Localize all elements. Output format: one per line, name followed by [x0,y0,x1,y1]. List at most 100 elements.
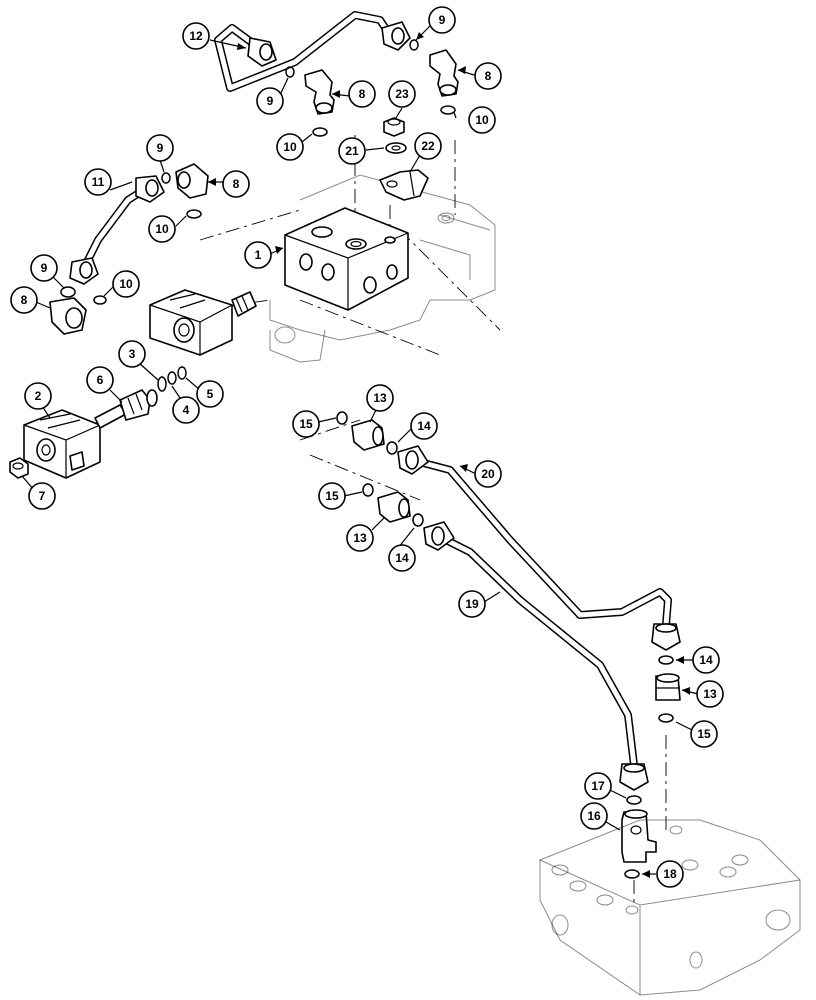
callout-13: 13 [696,680,724,708]
svg-text:15: 15 [697,727,711,741]
svg-text:1: 1 [255,248,262,262]
solenoid-valve-assembly [149,289,257,356]
svg-text:13: 13 [703,687,717,701]
svg-text:2: 2 [35,389,42,403]
callout-9: 9 [30,254,58,282]
callout-14: 14 [388,544,416,572]
svg-text:9: 9 [439,13,446,27]
svg-text:9: 9 [41,261,48,275]
o-ring-4 [167,371,177,385]
valve-block-1 [284,207,409,311]
svg-text:6: 6 [97,373,104,387]
svg-text:8: 8 [21,293,28,307]
callout-10: 10 [148,215,176,243]
tube-11 [69,175,165,285]
svg-text:19: 19 [465,597,479,611]
svg-text:5: 5 [207,387,214,401]
callout-8: 8 [348,80,376,108]
cartridge-6 [94,389,158,429]
control-valve-housing-ghost [199,135,501,363]
adapter-fitting-13 [377,491,411,523]
callout-1: 1 [244,241,272,269]
callout-12: 12 [182,22,210,50]
nut-23 [383,117,405,137]
o-ring-10 [186,209,202,219]
o-ring-9 [409,39,419,51]
callout-4: 4 [172,396,200,424]
callout-5: 5 [196,380,224,408]
callout-15: 15 [318,482,346,510]
callout-8: 8 [222,170,250,198]
svg-text:22: 22 [421,139,435,153]
adapter-fitting-13 [655,673,681,701]
washer-21 [385,142,407,154]
svg-text:14: 14 [395,551,409,565]
callout-3: 3 [118,340,146,368]
svg-text:11: 11 [92,175,105,189]
pump-housing-ghost [299,419,801,996]
o-ring-14 [386,441,398,455]
callout-11: 11 [84,168,112,196]
callout-9: 9 [146,134,174,162]
o-ring-14 [412,513,424,527]
elbow-fitting-8 [49,297,87,335]
callout-9: 9 [428,6,456,34]
callout-21: 21 [338,137,366,165]
o-ring-15 [658,713,674,723]
svg-text:8: 8 [233,177,240,191]
o-ring-14 [658,655,674,665]
o-ring-3 [157,376,167,392]
callout-19: 19 [458,590,486,618]
svg-text:4: 4 [183,403,190,417]
svg-text:23: 23 [395,87,409,101]
callout-8: 8 [10,286,38,314]
elbow-fitting-8 [175,163,209,199]
svg-text:16: 16 [587,809,601,823]
o-ring-18 [624,869,640,879]
solenoid-coil-2 [23,409,101,479]
callout-14: 14 [410,412,438,440]
svg-text:18: 18 [663,867,677,881]
svg-text:14: 14 [699,653,713,667]
o-ring-9 [161,172,171,184]
svg-text:14: 14 [417,419,431,433]
o-ring-9 [60,286,76,298]
svg-text:9: 9 [267,94,274,108]
o-ring-5 [177,366,187,380]
svg-text:15: 15 [325,489,339,503]
tube-12 [214,11,411,92]
svg-text:9: 9 [157,141,164,155]
callout-14: 14 [692,646,720,674]
svg-text:20: 20 [481,467,495,481]
callout-10: 10 [468,106,496,134]
svg-text:10: 10 [283,140,297,154]
nut-7 [9,457,29,479]
svg-text:8: 8 [359,87,366,101]
o-ring-15 [362,483,374,497]
callout-2: 2 [24,382,52,410]
o-ring-9 [285,66,295,78]
clamp-22 [379,169,429,201]
callout-6: 6 [86,366,114,394]
callout-23: 23 [388,80,416,108]
o-ring-17 [626,795,642,805]
callout-15: 15 [292,410,320,438]
callout-20: 20 [474,460,502,488]
elbow-fitting-8 [429,49,459,97]
svg-text:13: 13 [373,391,387,405]
svg-text:10: 10 [475,113,489,127]
tube-20 [397,445,681,651]
svg-text:17: 17 [591,779,605,793]
svg-text:10: 10 [119,277,133,291]
adapter-fitting-13 [351,419,385,451]
callout-8: 8 [474,62,502,90]
callout-10: 10 [112,270,140,298]
svg-text:8: 8 [485,69,492,83]
svg-text:15: 15 [299,417,313,431]
callout-16: 16 [580,802,608,830]
callout-10: 10 [276,133,304,161]
elbow-fitting-8 [304,69,335,115]
tube-19 [423,521,649,791]
svg-text:12: 12 [189,29,203,43]
o-ring-10 [93,295,107,305]
